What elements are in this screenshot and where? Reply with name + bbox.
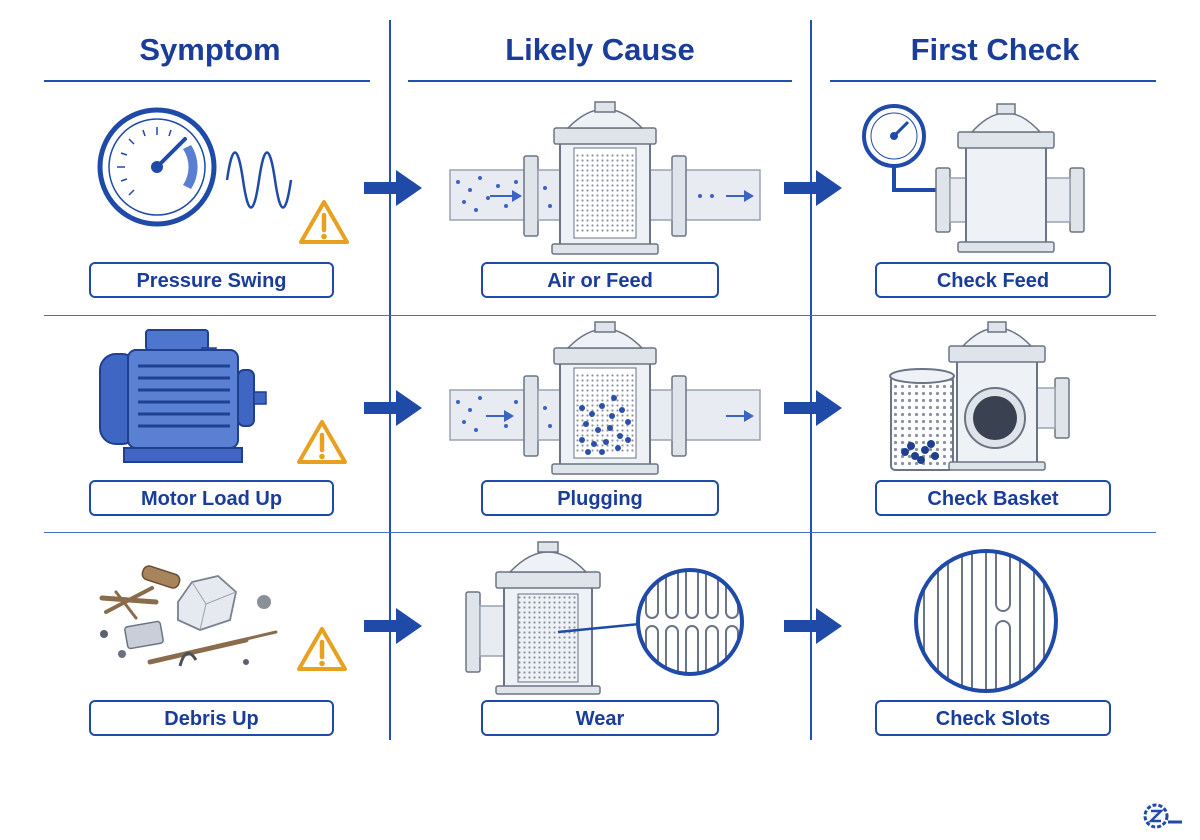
row-divider-2 <box>44 532 1156 533</box>
label-pressure-swing: Pressure Swing <box>89 262 334 298</box>
header-underline-cause <box>408 80 792 82</box>
arrow-right-icon <box>784 170 842 206</box>
column-title-likely-cause: Likely Cause <box>505 32 695 67</box>
row-divider-1 <box>44 315 1156 316</box>
strainer-air-bubbles-icon <box>449 101 761 255</box>
pressure-gauge-icon <box>97 107 293 227</box>
label-wear: Wear <box>481 700 719 736</box>
arrow-right-icon <box>364 170 422 206</box>
column-divider-2 <box>810 20 812 740</box>
label-motor-load-up: Motor Load Up <box>89 480 334 516</box>
warning-icon <box>299 200 349 244</box>
strainer-with-gauge-icon <box>862 103 1085 253</box>
label-plugging: Plugging <box>481 480 719 516</box>
label-check-basket: Check Basket <box>875 480 1111 516</box>
column-title-first-check: First Check <box>910 32 1080 67</box>
warning-icon <box>297 420 347 464</box>
electric-motor-icon <box>99 329 267 463</box>
basket-removed-icon <box>889 321 1070 471</box>
column-title-symptom: Symptom <box>139 32 281 67</box>
arrow-right-icon <box>784 390 842 426</box>
column-divider-1 <box>389 20 391 740</box>
label-debris-up: Debris Up <box>89 700 334 736</box>
arrow-right-icon <box>784 608 842 644</box>
brand-logo-icon <box>1143 803 1182 829</box>
header-underline-symptom <box>44 80 370 82</box>
arrow-right-icon <box>364 390 422 426</box>
strainer-clogged-basket-icon <box>449 321 761 475</box>
label-check-feed: Check Feed <box>875 262 1111 298</box>
warning-icon <box>297 627 347 671</box>
debris-pile-icon <box>99 565 278 667</box>
arrow-right-icon <box>364 608 422 644</box>
strainer-worn-slots-icon <box>465 541 744 695</box>
slot-closeup-icon <box>914 549 1058 693</box>
header-underline-check <box>830 80 1156 82</box>
label-air-or-feed: Air or Feed <box>481 262 719 298</box>
label-check-slots: Check Slots <box>875 700 1111 736</box>
